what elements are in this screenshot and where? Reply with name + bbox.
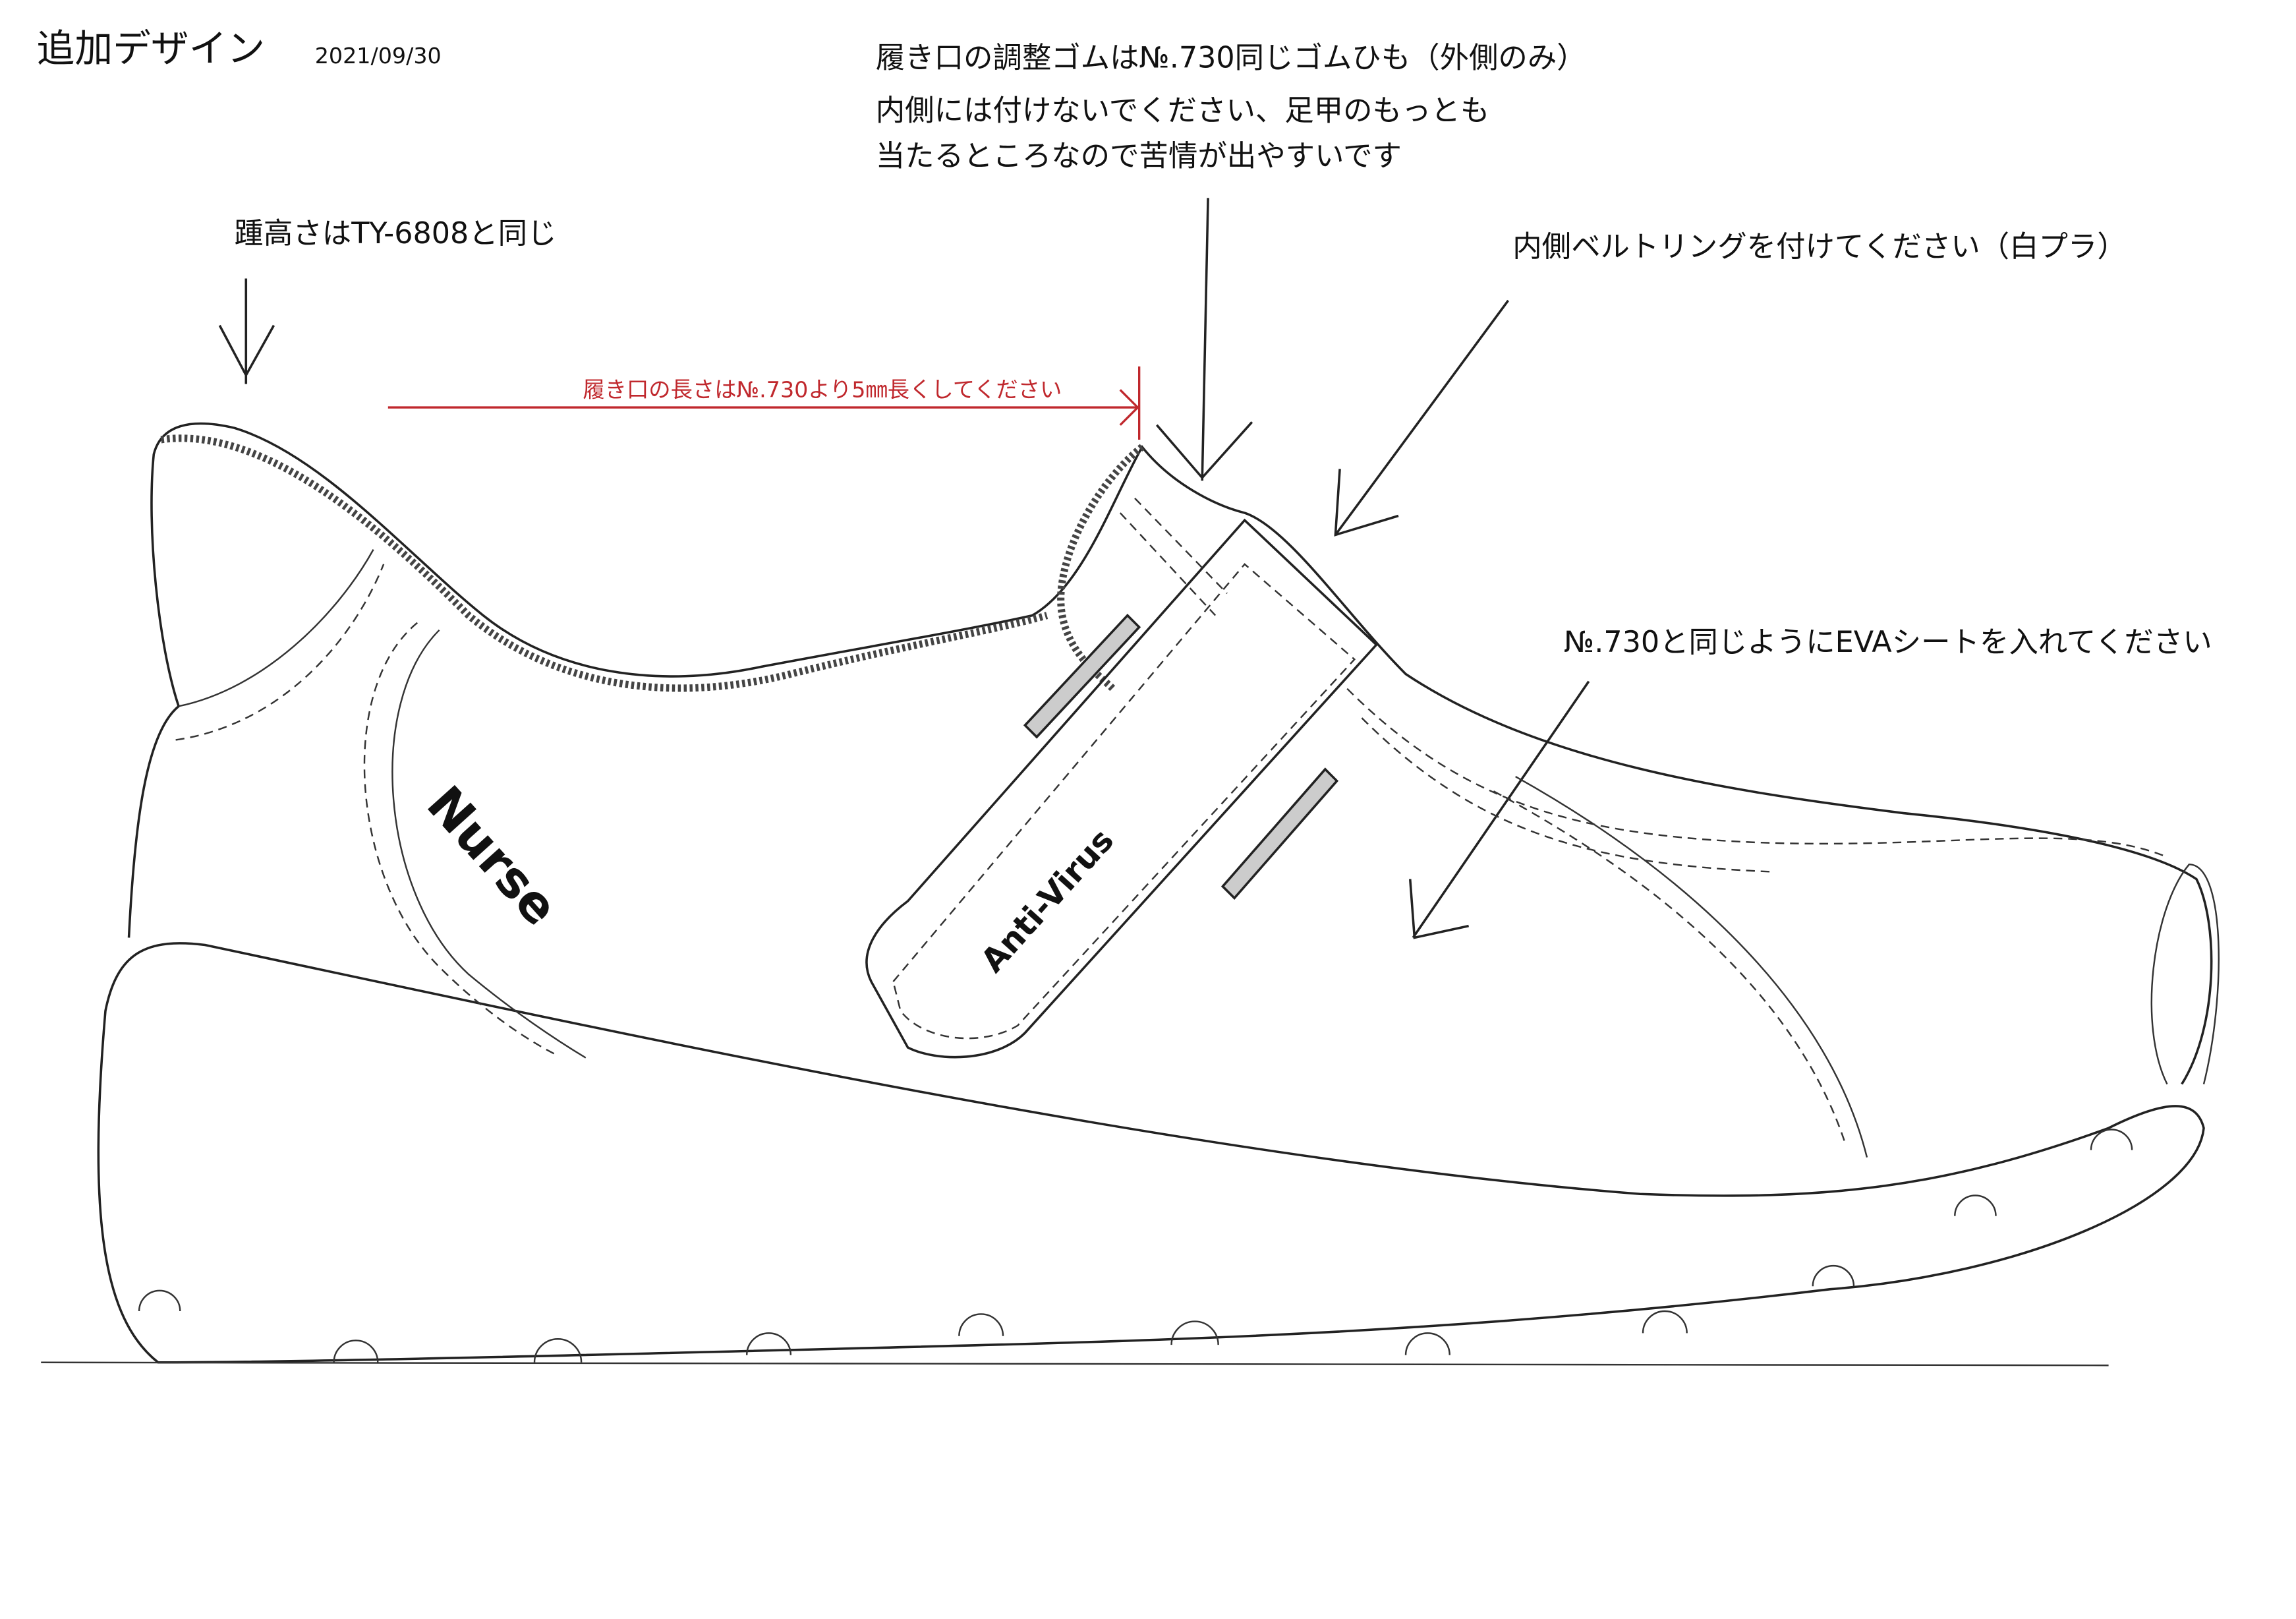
belt-ring-arrow — [1334, 299, 1510, 537]
heel-arrow — [218, 278, 275, 384]
nurse-logo: Nurse — [416, 775, 569, 937]
elastic-note-line1: 履き口の調整ゴムは№.730同じゴムひも（外側のみ） — [876, 42, 1586, 75]
heel-height-note: 踵高さはTY-6808と同じ — [235, 217, 557, 250]
belt-ring-note: 内側ベルトリングを付けてください（白プラ） — [1512, 230, 2127, 264]
sheet-date: 2021/09/30 — [315, 43, 442, 69]
anti-virus-label: Anti-Virus — [973, 821, 1121, 980]
eva-sheet-note: №.730と同じようにEVAシートを入れてください — [1564, 626, 2212, 659]
elastic-note-line2: 内側には付けないでください、足甲のもっとも — [876, 94, 1490, 128]
velcro-strap — [865, 497, 1379, 1059]
shoe-sole — [41, 942, 2205, 1367]
elastic-laces — [1023, 614, 1339, 900]
collar-length-note: 履き口の長さは№.730より5㎜長くしてください — [583, 377, 1062, 403]
elastic-note-line3: 当たるところなので苦情が出やすいです — [876, 139, 1402, 173]
eva-sheet-arrow — [1408, 680, 1590, 939]
sheet-title: 追加デザイン — [37, 26, 266, 71]
elastic-arrow — [1155, 198, 1253, 481]
collar-dimension-arrow — [387, 366, 1141, 440]
shoe-upper — [127, 422, 2220, 1158]
